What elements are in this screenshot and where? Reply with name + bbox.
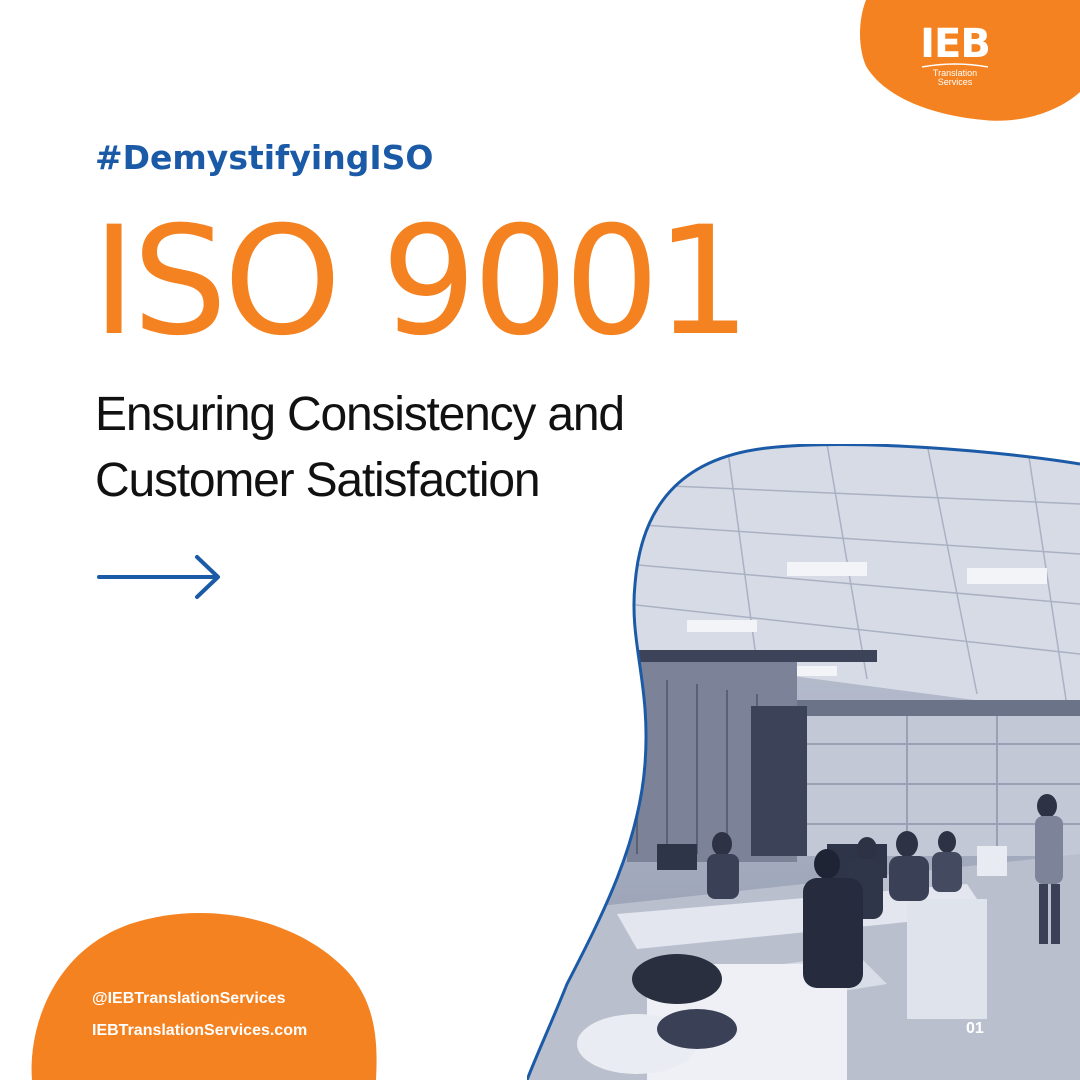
subtitle-line2: Customer Satisfaction [95,454,541,507]
subtitle: Ensuring Consistency and Customer Satisf… [95,382,715,514]
headline: ISO 9001 [92,195,751,369]
website-link[interactable]: IEBTranslationServices.com [92,1022,308,1039]
contact-badge-shape [31,913,377,1080]
office-photo [527,444,1080,1080]
social-handle[interactable]: @IEBTranslationServices [92,990,286,1007]
logo-subtext-line2: Services [937,77,973,87]
subtitle-line1: Ensuring Consistency and [95,388,625,441]
logo-subtext-line1: Translation [932,68,978,78]
logo-badge-shape [860,0,1080,121]
logo-swoosh-icon [921,63,989,68]
hashtag: #DemystifyingISO [95,138,434,177]
logo-wordmark: IEB [920,21,991,67]
arrow-right-icon[interactable] [97,554,223,600]
page-number: 01 [966,1020,984,1037]
brand-logo[interactable]: IEB Translation Services [918,24,992,87]
